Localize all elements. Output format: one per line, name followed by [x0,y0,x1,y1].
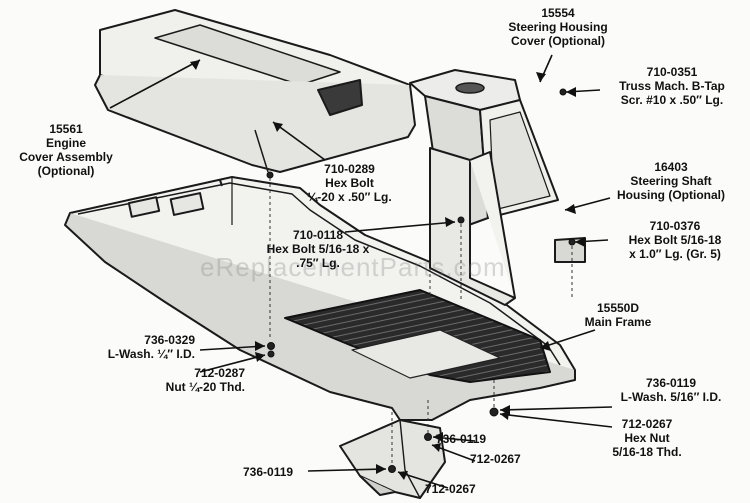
callout-hex-bolt-0376: 710-0376 Hex Bolt 5/16-18 x 1.0″ Lg. (Gr… [606,219,744,261]
callout-hex-bolt-0118: 710-0118 Hex Bolt 5/16-18 x .75″ Lg. [248,228,388,270]
callout-hex-bolt-0289: 710-0289 Hex Bolt ¼-20 x .50″ Lg. [292,162,407,204]
part-description: Truss Mach. B-Tap [619,79,725,93]
part-number: 15554 [541,6,575,20]
shaft-housing-illustration [429,147,586,306]
part-number: 712-0267 [621,417,673,431]
bracket-flange [359,475,396,496]
part-description: Hex Bolt 5/16-18 [628,233,722,247]
part-description: Engine [45,136,86,150]
part-number: 712-0287 [194,366,245,380]
part-number: 710-0376 [649,219,701,233]
part-description: Cover Assembly [19,150,113,164]
alignment-lines [269,178,573,465]
part-number: 16403 [654,160,688,174]
main-frame-rim [77,182,561,366]
part-description: Hex Nut [624,431,670,445]
callout-lwash-0119-right: 736-0119 L-Wash. 5/16″ I.D. [596,376,746,404]
fastener-washer-left [267,350,275,358]
part-number: 710-0118 [292,228,344,242]
callout-shaft-housing: 16403 Steering Shaft Housing (Optional) [602,160,740,202]
callout-hexnut-0267-right: 712-0267 Hex Nut 5/16-18 Thd. [592,417,702,459]
engine-cover-window [317,79,363,116]
floor-plate [351,329,501,379]
watermark: eReplacementParts.com [200,252,506,282]
callout-truss-screw: 710-0351 Truss Mach. B-Tap Scr. #10 x .5… [597,65,747,107]
fastener-bolt-0118 [457,216,465,224]
part-number: 736-0119 [243,465,294,479]
fastener-engine-cover [266,171,274,179]
callout-lwash-0329: 736-0329 L-Wash. ¼″ I.D. [80,333,195,361]
fastener-screw-0351 [559,88,567,96]
engine-cover-illustration [94,9,416,173]
callout-lwash-0119-upper: 736-0119 [436,432,516,446]
part-description: Cover (Optional) [510,34,605,48]
shaft-housing-side [469,151,516,299]
part-description: Hex Bolt [325,176,374,190]
fastener-bracket-upper [424,433,432,441]
fasteners [266,88,576,473]
steering-cover-hole [455,82,485,94]
part-number: 736-0119 [436,432,487,446]
part-number: 15561 [49,122,83,136]
part-description: L-Wash. ¼″ I.D. [107,347,195,361]
part-number: 712-0267 [425,482,476,496]
fastener-nut-right [489,407,499,417]
part-description: Hex Bolt 5/16-18 x [266,242,370,256]
part-number: 736-0329 [144,333,195,347]
callout-lwash-0119-lower: 736-0119 [243,465,313,479]
callout-engine-cover: 15561 Engine Cover Assembly (Optional) [6,122,126,178]
engine-cover-side [254,129,269,173]
part-description: ¼-20 x .50″ Lg. [307,190,392,204]
leader-arrowheads [190,60,585,480]
part-number: 15550D [596,301,640,315]
part-description: (Optional) [37,164,95,178]
part-description: .75″ Lg. [296,256,340,270]
callout-nut-0287: 712-0287 Nut ¼-20 Thd. [110,366,245,394]
part-description: x 1.0″ Lg. (Gr. 5) [629,247,721,261]
part-number: 736-0119 [645,376,697,390]
part-description: Steering Shaft [630,174,712,188]
shaft-housing-bracket [554,237,586,263]
fastener-bolt-0376 [568,238,576,246]
frame-slot-right [169,192,205,216]
part-description: Scr. #10 x .50″ Lg. [620,93,724,107]
part-description: Steering Housing [508,20,608,34]
part-description: Main Frame [584,315,652,329]
part-description: L-Wash. 5/16″ I.D. [620,390,722,404]
callout-main-frame: 15550D Main Frame [573,301,663,329]
main-frame-illustration [64,176,576,421]
frame-slot-left [127,196,161,218]
bracket-gusset [399,419,421,499]
part-number: 710-0351 [646,65,698,79]
fastener-nut-left [267,342,275,350]
part-number: 712-0267 [470,452,521,466]
fastener-bracket-lower [388,465,396,473]
callout-nut-0267-upper: 712-0267 [470,452,550,466]
part-description: 5/16-18 Thd. [612,445,682,459]
callout-steering-cover: 15554 Steering Housing Cover (Optional) [497,6,619,48]
callout-nut-0267-lower: 712-0267 [425,482,505,496]
part-description: Nut ¼-20 Thd. [165,380,245,394]
part-number: 710-0289 [324,162,375,176]
engine-cover-recess [154,24,341,86]
part-description: Housing (Optional) [617,188,725,202]
